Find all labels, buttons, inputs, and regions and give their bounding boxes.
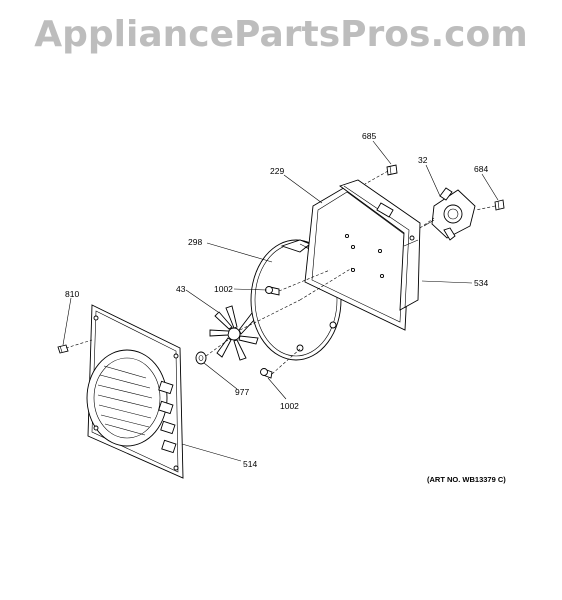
fan-cover-514 bbox=[86, 304, 184, 479]
callout-298: 298 bbox=[188, 237, 202, 247]
screw-810 bbox=[57, 344, 69, 354]
assembly-lines bbox=[65, 170, 496, 375]
cover-vent-slots bbox=[97, 365, 153, 436]
fan-motor-32 bbox=[423, 187, 476, 241]
screw-685 bbox=[386, 164, 398, 176]
callout-1002-upper: 1002 bbox=[214, 284, 233, 294]
motor-bracket-534 bbox=[339, 179, 421, 311]
nut-977 bbox=[195, 351, 207, 365]
fan-blade-43 bbox=[209, 305, 259, 361]
callout-514: 514 bbox=[243, 459, 257, 469]
watermark-logo: AppliancePartsPros.com bbox=[34, 14, 528, 55]
callout-43: 43 bbox=[176, 284, 186, 294]
callout-534: 534 bbox=[474, 278, 488, 288]
leader-lines bbox=[62, 140, 499, 462]
callout-977: 977 bbox=[235, 387, 249, 397]
art-number: (ART NO. WB13379 C) bbox=[427, 475, 506, 484]
callout-32: 32 bbox=[418, 155, 428, 165]
callout-labels: 685 32 684 229 298 534 43 1002 810 977 1… bbox=[65, 131, 488, 469]
callout-810: 810 bbox=[65, 289, 79, 299]
screw-1002-lower bbox=[260, 368, 273, 379]
screw-684 bbox=[494, 199, 505, 211]
callout-1002-lower: 1002 bbox=[280, 401, 299, 411]
callout-684: 684 bbox=[474, 164, 488, 174]
callout-229: 229 bbox=[270, 166, 284, 176]
callout-685: 685 bbox=[362, 131, 376, 141]
